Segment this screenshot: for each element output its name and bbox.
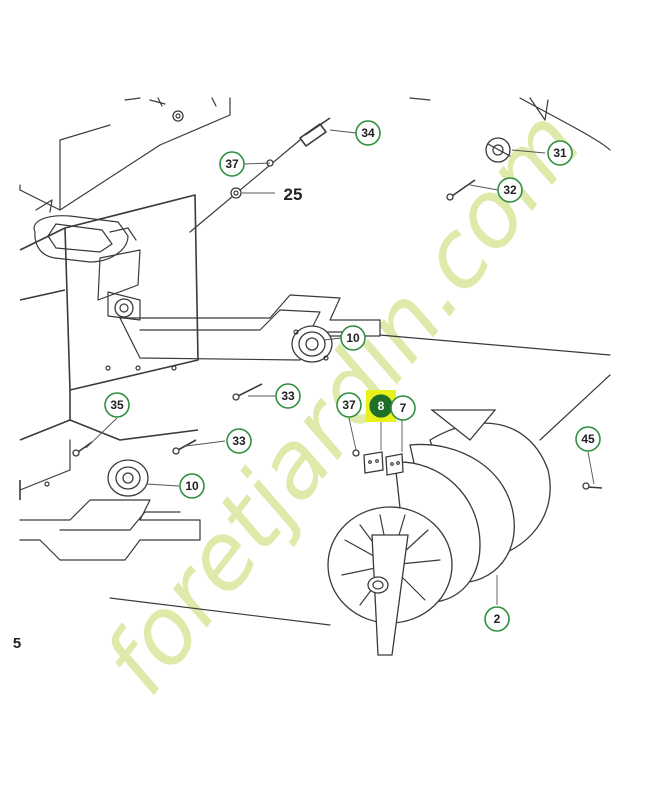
callout-33-lower: 33 <box>226 428 252 454</box>
svg-text:45: 45 <box>581 432 595 446</box>
svg-text:35: 35 <box>110 398 124 412</box>
frame-lines-right <box>109 334 611 626</box>
impeller-blades <box>327 409 551 656</box>
callout-37-top: 37 <box>219 151 245 177</box>
callout-10-upper: 10 <box>340 325 366 351</box>
bearing-upper <box>291 325 333 363</box>
svg-text:7: 7 <box>400 401 407 415</box>
svg-text:37: 37 <box>225 157 239 171</box>
callout-35: 35 <box>104 392 130 418</box>
callout-5-partial: 5 <box>13 635 21 652</box>
callout-7: 7 <box>390 395 416 421</box>
discharge-housing <box>19 194 199 500</box>
callout-37-center: 37 <box>336 392 362 418</box>
leader-lines <box>85 129 595 605</box>
svg-text:33: 33 <box>232 434 246 448</box>
callout-33-upper: 33 <box>275 383 301 409</box>
callout-10-lower: 10 <box>179 473 205 499</box>
callout-31: 31 <box>547 140 573 166</box>
bolt-34 <box>189 117 331 233</box>
carriage-bolts <box>72 383 603 490</box>
svg-text:31: 31 <box>553 146 567 160</box>
svg-text:32: 32 <box>503 183 517 197</box>
svg-text:10: 10 <box>346 331 360 345</box>
bearing-plate-frame-lower <box>19 499 201 561</box>
svg-text:37: 37 <box>342 398 356 412</box>
callout-25: 25 <box>284 185 303 204</box>
callout-34: 34 <box>355 120 381 146</box>
svg-text:25: 25 <box>284 185 303 204</box>
callout-45: 45 <box>575 426 601 452</box>
svg-text:5: 5 <box>13 635 21 652</box>
callout-2: 2 <box>484 606 510 632</box>
callout-32: 32 <box>497 177 523 203</box>
svg-text:34: 34 <box>361 126 375 140</box>
svg-text:8: 8 <box>378 399 385 413</box>
bearing-lower <box>107 459 149 497</box>
housing-frame <box>19 97 231 211</box>
shear-plates <box>352 449 404 476</box>
svg-text:33: 33 <box>281 389 295 403</box>
svg-text:10: 10 <box>185 479 199 493</box>
pulley-assembly <box>409 97 611 201</box>
svg-text:2: 2 <box>494 612 501 626</box>
